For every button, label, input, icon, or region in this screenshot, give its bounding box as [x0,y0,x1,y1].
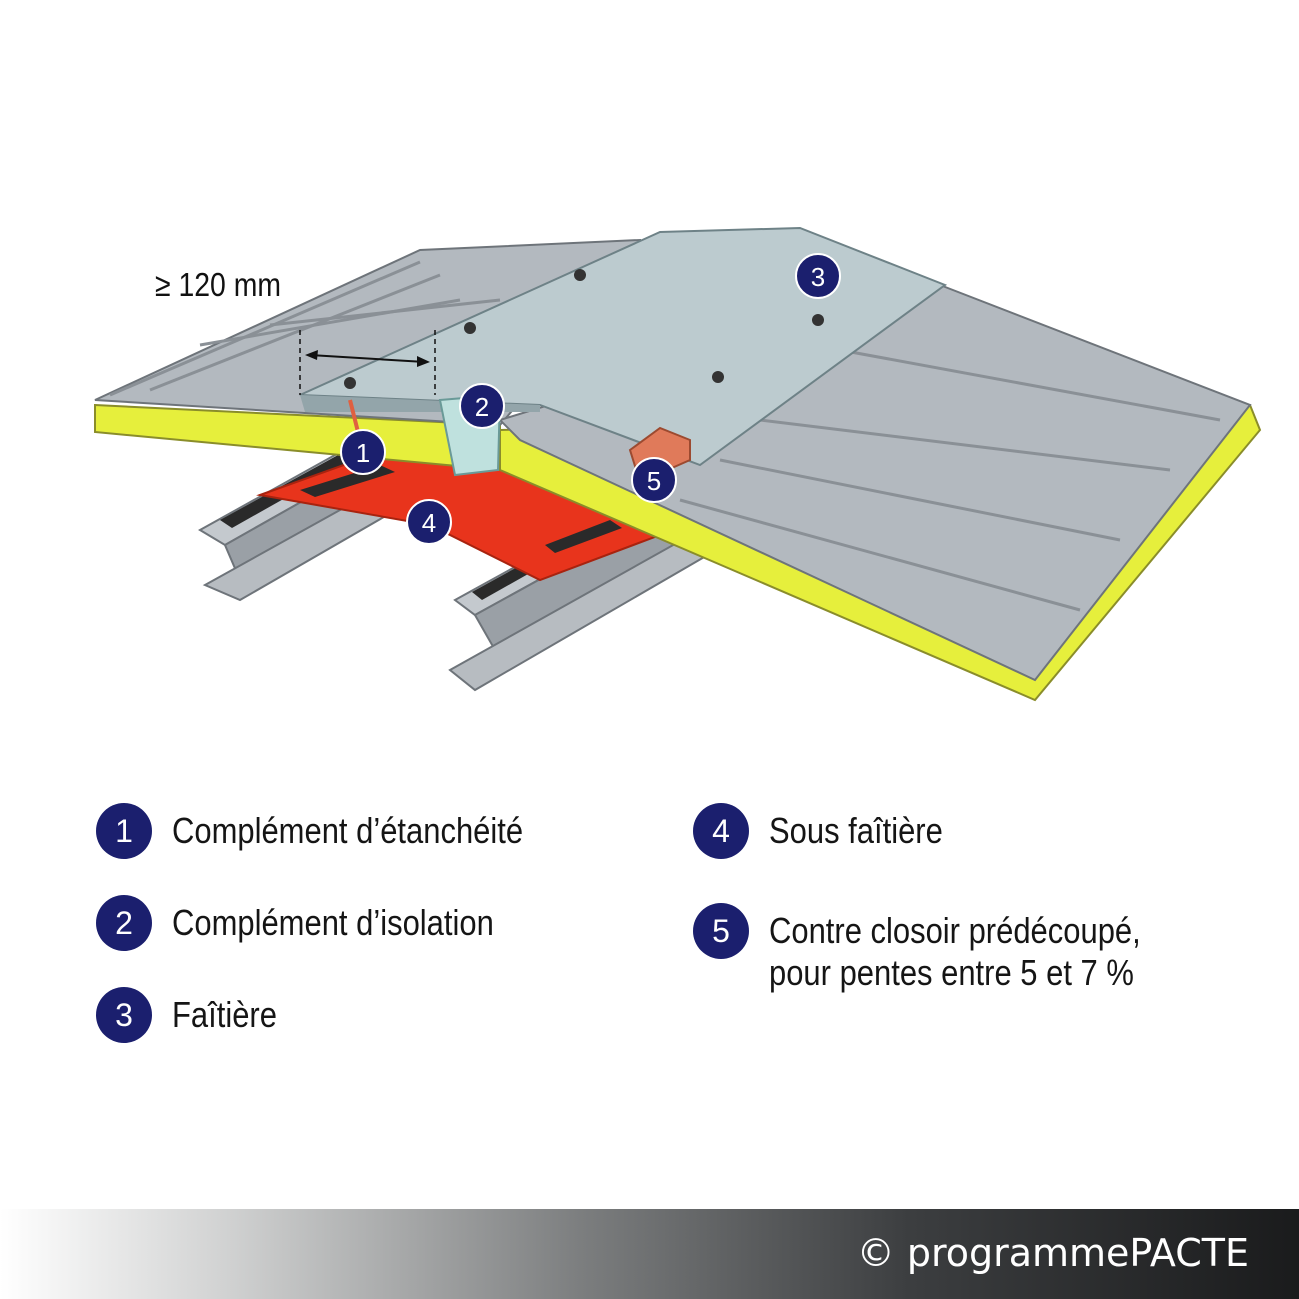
legend-text-5: Contre closoir prédécoupé, pour pentes e… [769,903,1141,994]
legend-text-2: Complément d’isolation [172,902,494,943]
callout-3: 3 [795,253,841,299]
footer-bar: © programmePACTE [0,1209,1299,1299]
legend-text-5-line2: pour pentes entre 5 et 7 % [769,952,1134,993]
legend-item-5: 5 Contre closoir prédécoupé, pour pentes… [693,903,1201,994]
legend-badge-4: 4 [693,803,749,859]
legend-item-3: 3 Faîtière [96,987,294,1043]
callout-number-2: 2 [475,392,489,422]
callout-number-4: 4 [422,508,436,538]
legend-text-3: Faîtière [172,994,277,1035]
legend-text-4: Sous faîtière [769,810,943,851]
copyright-notice: © programmePACTE [856,1231,1249,1275]
callout-4: 4 [406,499,452,545]
callout-number-5: 5 [647,466,661,496]
legend-badge-3: 3 [96,987,152,1043]
legend-badge-1: 1 [96,803,152,859]
callout-1: 1 [340,429,386,475]
legend-text-1: Complément d’étanchéité [172,810,524,851]
callout-number-3: 3 [811,262,825,292]
legend-badge-2: 2 [96,895,152,951]
callout-number-1: 1 [356,438,370,468]
dimension-label: ≥ 120 mm [155,266,281,303]
legend-item-2: 2 Complément d’isolation [96,895,546,951]
callout-5: 5 [631,457,677,503]
legend-badge-5: 5 [693,903,749,959]
legend-item-4: 4 Sous faîtière [693,803,971,859]
callout-2: 2 [459,383,505,429]
legend-item-1: 1 Complément d’étanchéité [96,803,580,859]
roof-ridge-diagram: 1 2 3 4 5 [94,226,1262,702]
legend-text-5-line1: Contre closoir prédécoupé, [769,910,1141,951]
dimension-arrow [299,330,436,395]
